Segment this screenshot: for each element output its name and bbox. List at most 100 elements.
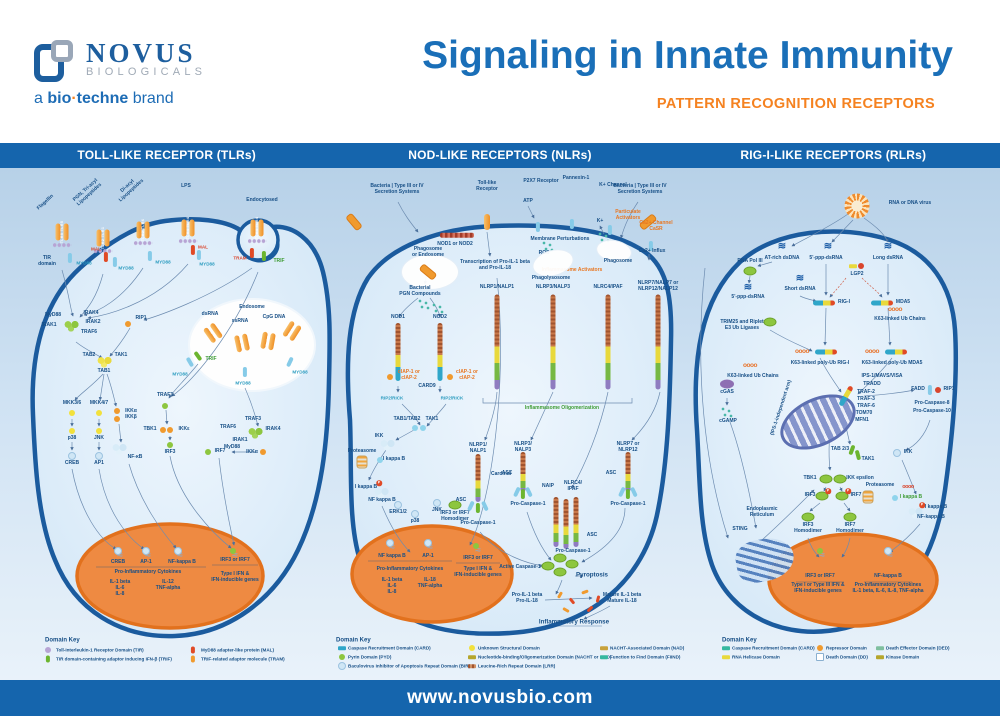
- label: TRAM: [233, 255, 247, 261]
- label: Membrane Perturbations: [530, 236, 590, 243]
- signal-arrows: [61, 201, 931, 620]
- label: IPS-1/MAVS/VISA: [861, 373, 903, 380]
- dot dY: [96, 410, 102, 416]
- blobG: [248, 427, 264, 439]
- label: AP-1: [140, 559, 152, 566]
- dot dT: [412, 425, 418, 431]
- label: NF-kappa B: [917, 514, 945, 521]
- poster-title: Signaling in Innate Immunity: [422, 34, 953, 77]
- dot dG: [167, 442, 173, 448]
- website-url[interactable]: www.novusbio.com: [407, 687, 593, 708]
- label: cGAMP: [719, 418, 737, 425]
- pill pG: [625, 489, 631, 499]
- label: IRF7: [214, 448, 226, 455]
- panel-title-rlr: RIG-I-LIKE RECEPTORS (RLRs): [740, 148, 927, 162]
- label: Pro-Caspase-10: [913, 408, 951, 415]
- label: IRF7: [850, 492, 862, 499]
- label: NOD1: [391, 314, 405, 321]
- label: IL-1 beta IL-6 IL-8: [109, 579, 131, 597]
- label: NLRP1/ NALP1: [469, 442, 487, 454]
- beads: [133, 240, 153, 246]
- label: MFN1: [855, 417, 869, 424]
- dot dT: [377, 457, 383, 463]
- label: Transcription of Pro-IL-1 beta and Pro-I…: [460, 259, 530, 271]
- ovalG: [815, 491, 829, 501]
- label: Repressor Domain: [826, 645, 867, 651]
- label: cIAP-1 or cIAP-2: [398, 369, 420, 381]
- label: I kappa B: [899, 494, 923, 501]
- label: Flagellin: [35, 193, 55, 212]
- dot dO: [167, 427, 173, 433]
- label: IRAK4: [83, 310, 99, 317]
- pill pG: [520, 489, 526, 499]
- pill pT: [480, 500, 490, 512]
- molv: [563, 499, 569, 549]
- label: ERK1/2: [389, 509, 407, 516]
- label: ≋: [795, 273, 805, 285]
- label: Cardinal: [490, 471, 512, 478]
- novus-logo-icon: [34, 40, 78, 84]
- label: Type I or Type III IFN & IFN-inducible g…: [791, 582, 845, 594]
- label: ATP: [523, 198, 533, 205]
- pill pT: [67, 253, 73, 263]
- label: Nucleotide-binding/Oligomerization Domai…: [478, 654, 612, 660]
- pill pT: [927, 385, 933, 395]
- label: TRIF: [205, 356, 217, 363]
- label: Pro-Inflammatory Cytokines: [114, 569, 182, 576]
- label: IRF3 or IRF7: [463, 555, 493, 562]
- label: Pro-Inflammatory Cytokines IL-1 beta, IL…: [852, 582, 924, 594]
- label: CpG DNA: [262, 314, 286, 321]
- label: TRAF-3: [857, 396, 875, 403]
- molr: [871, 300, 893, 306]
- pill pG: [475, 503, 481, 513]
- label: ≈: [819, 550, 825, 562]
- molr: [813, 300, 835, 306]
- dot dB: [884, 547, 892, 555]
- label: Proteasome: [347, 448, 377, 455]
- label: IL-1 beta IL-6 IL-8: [381, 577, 403, 595]
- label: ≋: [743, 282, 753, 294]
- ovalG: [553, 567, 567, 577]
- label: K63-linked poly-Ub MDA5: [861, 360, 923, 367]
- label: TAB 2/3: [830, 446, 850, 453]
- label: IKKα: [246, 449, 258, 456]
- label: MYD88: [118, 265, 134, 271]
- barGr: [876, 646, 884, 650]
- label: MYD88: [235, 380, 251, 386]
- label: Ca2+ Influx: [638, 248, 666, 255]
- capsR: [586, 605, 594, 613]
- label: Type I IFN & IFN-inducible genes: [211, 571, 259, 583]
- label: MKK3/6: [62, 400, 82, 407]
- dot dG: [817, 548, 823, 554]
- label: IRAK1: [41, 322, 57, 329]
- dot dB: [411, 510, 419, 518]
- pill pT: [185, 356, 195, 368]
- panel-title-tlr: TOLL-LIKE RECEPTOR (TLRs): [77, 148, 256, 162]
- label: ≈: [427, 542, 433, 554]
- nlr-nucleus: [350, 524, 514, 624]
- label: Toll-like Receptor: [476, 180, 498, 192]
- label: IRAK4: [265, 426, 281, 433]
- blobB: [908, 507, 924, 519]
- molv2: [437, 323, 443, 381]
- inhibit-arrows: [829, 277, 883, 298]
- molv: [520, 452, 526, 492]
- pill pG: [45, 655, 51, 663]
- pill pT: [607, 225, 613, 235]
- label: Bacterial PGN Compounds: [399, 285, 441, 297]
- label: NOD2: [433, 314, 447, 321]
- label: Pro-Caspase-1: [460, 520, 496, 527]
- beads: [93, 248, 113, 254]
- dot dO: [114, 416, 120, 422]
- spk: [417, 298, 431, 310]
- pill pO: [190, 655, 196, 663]
- pill pT: [617, 486, 627, 498]
- label: IKKα IKKβ: [125, 408, 137, 420]
- label: TRIF: [273, 258, 285, 265]
- label: Proteasome: [865, 482, 895, 489]
- molr: [885, 349, 907, 355]
- barG: [600, 646, 608, 650]
- dot dO: [260, 449, 266, 455]
- label: TIR domain-containing adaptor inducing I…: [56, 656, 172, 662]
- label: IKK: [903, 449, 913, 456]
